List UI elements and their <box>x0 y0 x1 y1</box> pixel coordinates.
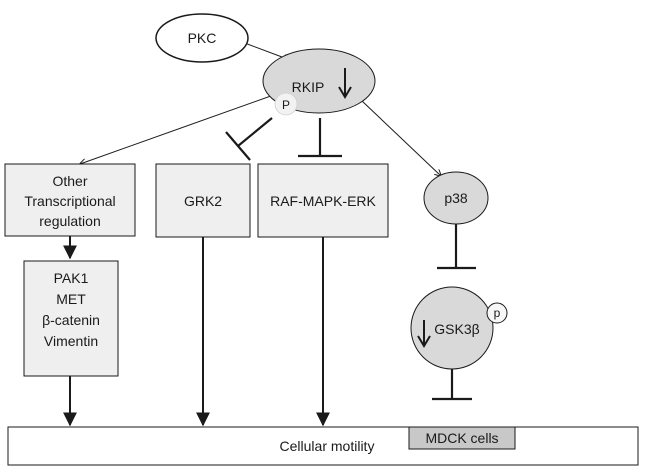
mdck-cells-tag: MDCK cells <box>408 426 516 450</box>
node-gsk3b: GSK3β <box>410 286 494 370</box>
target-met: MET <box>56 291 86 307</box>
edge-rkip-grk2-inhibit <box>237 117 273 147</box>
pkc-label: PKC <box>188 30 217 46</box>
motility-label: Cellular motility <box>280 438 375 454</box>
target-vimentin: Vimentin <box>44 333 98 349</box>
edge-rkip-p38 <box>361 100 441 176</box>
transcription-line-1: Other <box>52 173 87 189</box>
grk2-label: GRK2 <box>184 193 222 209</box>
edge-rkip-transcription <box>80 91 283 164</box>
node-cellular-motility: Cellular motility <box>7 426 639 466</box>
arrow-down-icon <box>338 68 352 99</box>
mdck-label: MDCK cells <box>425 430 498 446</box>
transcription-line-2: Transcriptional <box>24 193 115 209</box>
gsk3b-phospho-label: p <box>494 306 501 320</box>
gsk3b-phospho-badge: p <box>486 302 508 324</box>
raf-label: RAF-MAPK-ERK <box>270 193 376 209</box>
transcription-line-3: regulation <box>39 213 101 229</box>
node-pkc: PKC <box>155 13 249 63</box>
node-downstream-targets: PAK1 MET β-catenin Vimentin <box>23 260 119 377</box>
rkip-phospho-label: P <box>282 98 290 112</box>
rkip-phospho-badge: P <box>274 92 298 116</box>
p38-label: p38 <box>444 190 468 206</box>
target-beta-catenin: β-catenin <box>42 312 100 328</box>
gsk3b-label: GSK3β <box>434 321 479 337</box>
rkip-label: RKIP <box>292 79 325 95</box>
arrow-down-icon <box>417 320 431 348</box>
node-grk2: GRK2 <box>155 163 251 238</box>
edge-rkip-grk2-bar <box>225 131 251 161</box>
node-transcriptional-regulation: Other Transcriptional regulation <box>4 163 136 237</box>
node-p38: p38 <box>423 171 489 225</box>
node-raf-mapk-erk: RAF-MAPK-ERK <box>257 163 389 238</box>
target-pak1: PAK1 <box>54 270 89 286</box>
